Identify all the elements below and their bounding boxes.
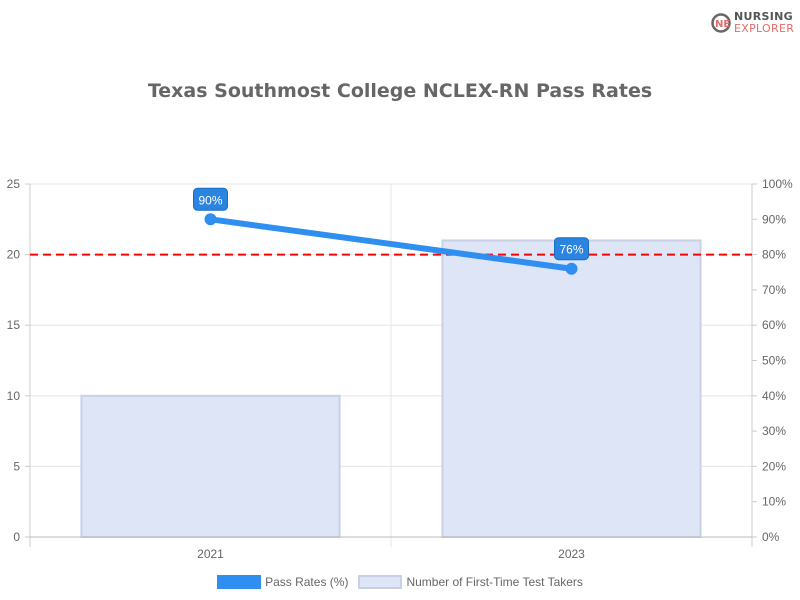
logo: NE NURSING EXPLORER bbox=[710, 8, 795, 36]
logo-line1: NURSING bbox=[734, 10, 793, 23]
y-left-tick-label: 10 bbox=[7, 389, 21, 403]
pass-rate-point bbox=[204, 213, 217, 226]
data-label-box bbox=[193, 187, 228, 211]
y-right-tick-label: 90% bbox=[762, 212, 786, 226]
y-right-tick-label: 80% bbox=[762, 248, 786, 262]
legend-label: Pass Rates (%) bbox=[265, 575, 349, 589]
legend-item-pass-rates[interactable]: Pass Rates (%) bbox=[217, 575, 348, 589]
bar-2023 bbox=[441, 239, 702, 538]
x-tick-label: 2023 bbox=[558, 547, 585, 561]
pass-rate-point bbox=[565, 262, 578, 275]
chart-title: Texas Southmost College NCLEX-RN Pass Ra… bbox=[147, 80, 653, 102]
legend-label: Number of First-Time Test Takers bbox=[406, 575, 583, 589]
legend-swatch bbox=[217, 575, 262, 589]
y-right-tick-label: 50% bbox=[762, 354, 786, 368]
y-right-tick-label: 70% bbox=[762, 283, 786, 297]
y-left-tick-label: 15 bbox=[7, 318, 21, 332]
data-label-box bbox=[554, 237, 589, 261]
y-right-tick-label: 20% bbox=[762, 459, 786, 473]
y-right-tick-label: 10% bbox=[762, 495, 786, 509]
y-right-tick-label: 40% bbox=[762, 389, 786, 403]
y-left-tick-label: 20 bbox=[7, 248, 21, 262]
pass-rate-line bbox=[207, 216, 575, 272]
y-left-tick-label: 0 bbox=[13, 530, 20, 544]
y-right-tick-label: 0% bbox=[762, 530, 780, 544]
x-tick-label: 2021 bbox=[197, 547, 224, 561]
bar-2021 bbox=[80, 394, 341, 538]
y-right-tick-label: 30% bbox=[762, 424, 786, 438]
legend: Pass Rates (%) Number of First-Time Test… bbox=[0, 575, 800, 589]
svg-text:NE: NE bbox=[715, 19, 730, 30]
legend-swatch bbox=[358, 575, 403, 589]
data-label: 76% bbox=[559, 243, 583, 257]
legend-item-test-takers[interactable]: Number of First-Time Test Takers bbox=[358, 575, 583, 589]
data-label: 90% bbox=[198, 193, 222, 207]
y-right-tick-label: 100% bbox=[762, 177, 793, 191]
y-left-tick-label: 25 bbox=[7, 177, 21, 191]
y-right-tick-label: 60% bbox=[762, 318, 786, 332]
y-left-tick-label: 5 bbox=[13, 459, 20, 473]
logo-line2: EXPLORER bbox=[734, 22, 795, 35]
